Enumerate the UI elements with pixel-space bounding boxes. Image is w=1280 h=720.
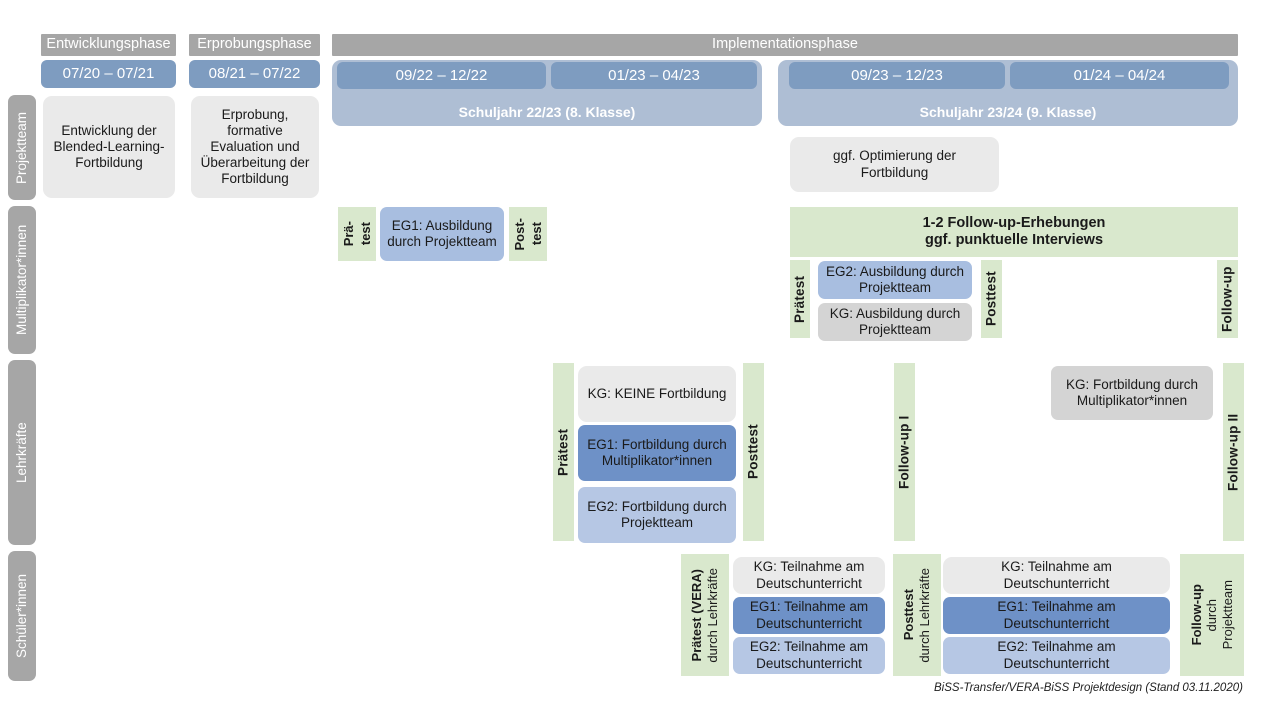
actor-label-lehrkraefte: Lehrkräfte [8, 360, 36, 545]
school-year-label-2324: Schuljahr 23/24 (9. Klasse) [919, 104, 1097, 120]
schueler-posttest-reg: durch Lehrkräfte [917, 567, 932, 663]
phase-header-entwicklungsphase: Entwicklungsphase [41, 34, 176, 56]
lehrkraefte-kg2-box: KG: Fortbildung durch Multiplikator*inne… [1051, 366, 1213, 420]
lehrkraefte-followup1-bar: Follow-up I [894, 363, 915, 541]
lehrkraefte-kg-box: KG: KEINE Fortbildung [578, 366, 736, 422]
multiplikatoren-praetest-bar-1: Prä- test [338, 207, 376, 261]
multiplikatoren-praetest-line1: Prä- [340, 221, 356, 247]
school-year-label-2223: Schuljahr 22/23 (8. Klasse) [458, 104, 636, 120]
multiplikatoren-followup-banner-line2: ggf. punktuelle Interviews [924, 232, 1104, 248]
period-pill-0123-0423: 01/23 – 04/23 [551, 62, 757, 89]
lehrkraefte-eg1-box: EG1: Fortbildung durch Multiplikator*inn… [578, 425, 736, 481]
multiplikatoren-followup-banner-line1: 1-2 Follow-up-Erhebungen [922, 214, 1106, 231]
multiplikatoren-posttest-line1: Post- [511, 217, 527, 251]
multiplikatoren-kg-box: KG: Ausbildung durch Projektteam [818, 303, 972, 341]
lehrkraefte-followup2-bar: Follow-up II [1223, 363, 1244, 541]
schueler-followup-bar: Follow-up durch Projektteam [1180, 554, 1244, 676]
projektteam-erprobung-box: Erprobung, formative Evaluation und Über… [191, 96, 319, 198]
schueler-praetest-bold: Prätest (VERA) [689, 568, 705, 662]
actor-label-multiplikatorinnen: Multiplikator*innen [8, 206, 36, 354]
period-pill-0923-1223: 09/23 – 12/23 [789, 62, 1005, 89]
period-pill-0124-0424: 01/24 – 04/24 [1010, 62, 1229, 89]
footer-caption: BiSS-Transfer/VERA-BiSS Projektdesign (S… [934, 682, 1243, 694]
phase-header-erprobungsphase: Erprobungsphase [189, 34, 320, 56]
multiplikatoren-posttest-line2: test [528, 222, 544, 246]
multiplikatoren-posttest-bar-1: Post- test [509, 207, 547, 261]
multiplikatoren-praetest-bar-2: Prätest [790, 260, 810, 338]
schueler-followup-reg2: Projektteam [1219, 580, 1235, 650]
multiplikatoren-eg1-box: EG1: Ausbildung durch Projektteam [380, 207, 504, 261]
actor-label-projektteam: Projektteam [8, 95, 36, 200]
schueler-posttest-bar: Posttest durch Lehrkräfte [893, 554, 941, 676]
schueler-eg1-box-2: EG1: Teilnahme am Deutschunterricht [943, 597, 1170, 634]
schueler-eg1-box-1: EG1: Teilnahme am Deutschunterricht [733, 597, 885, 634]
multiplikatoren-posttest-bar-2: Posttest [981, 260, 1002, 338]
schueler-kg2-box: KG: Teilnahme am Deutschunterricht [943, 557, 1170, 594]
lehrkraefte-posttest-bar: Posttest [743, 363, 764, 541]
actor-label-schuelerinnen: Schüler*innen [8, 551, 36, 681]
multiplikatoren-praetest-line2: test [357, 222, 373, 246]
schueler-eg2-box-1: EG2: Teilnahme am Deutschunterricht [733, 637, 885, 674]
schueler-kg1-box: KG: Teilnahme am Deutschunterricht [733, 557, 885, 594]
multiplikatoren-followup-bar: Follow-up [1217, 260, 1238, 338]
schueler-followup-bold: Follow-up [1188, 584, 1204, 646]
multiplikatoren-eg2-box: EG2: Ausbildung durch Projektteam [818, 261, 972, 299]
period-pill-0922-1222: 09/22 – 12/22 [337, 62, 546, 89]
period-pill-0720-0721: 07/20 – 07/21 [41, 60, 176, 88]
schueler-praetest-reg: durch Lehrkräfte [705, 567, 720, 663]
phase-header-implementationsphase: Implementationsphase [332, 34, 1238, 56]
lehrkraefte-eg2-box: EG2: Fortbildung durch Projektteam [578, 487, 736, 543]
lehrkraefte-praetest-bar: Prätest [553, 363, 574, 541]
projektteam-entwicklung-box: Entwicklung der Blended-Learning-Fortbil… [43, 96, 175, 198]
period-pill-0821-0722: 08/21 – 07/22 [189, 60, 320, 88]
multiplikatoren-followup-banner: 1-2 Follow-up-Erhebungen ggf. punktuelle… [790, 207, 1238, 257]
schueler-posttest-bold: Posttest [901, 589, 917, 641]
projektteam-optimierung-box: ggf. Optimierung der Fortbildung [790, 137, 999, 192]
schueler-followup-reg1: durch [1204, 598, 1220, 632]
schueler-praetest-bar: Prätest (VERA) durch Lehrkräfte [681, 554, 729, 676]
schueler-eg2-box-2: EG2: Teilnahme am Deutschunterricht [943, 637, 1170, 674]
